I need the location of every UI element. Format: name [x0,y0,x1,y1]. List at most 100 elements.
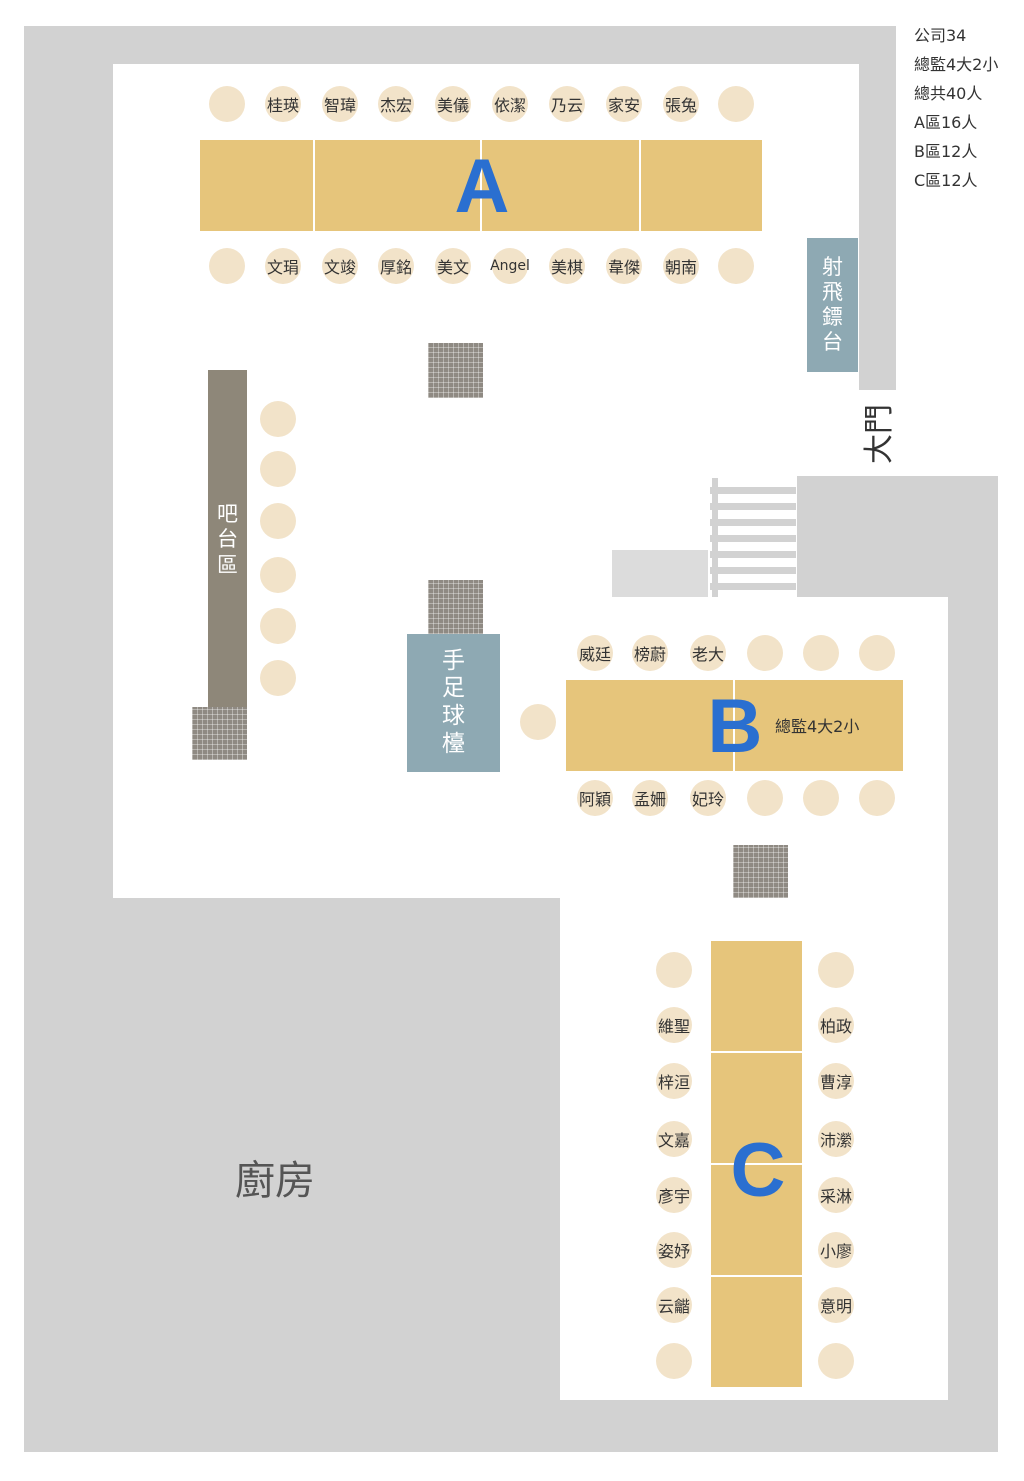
foosball-char: 球 [442,703,465,729]
seat: 采淋 [818,1177,854,1213]
legend-area-c: C區12人 [914,171,978,190]
seat [260,451,296,487]
entrance-stairs [710,478,796,597]
seat: 文竣 [322,248,358,284]
seat [818,1343,854,1379]
pillar [192,707,247,760]
seat-name: 梓洹 [657,1073,690,1092]
darts-char: 鏢 [822,305,843,329]
seat [260,401,296,437]
seat: 孟姍 [632,780,668,816]
seat: 妃玲 [690,780,726,816]
seat: 美棋 [549,248,585,284]
seat: 乃云 [549,86,585,122]
legend-area-b: B區12人 [914,142,978,161]
seat-name: 依潔 [493,96,526,115]
floor-right-upper [859,390,999,476]
seat-name: 孟姍 [633,790,666,809]
seat: 朝南 [663,248,699,284]
seat: 韋傑 [606,248,642,284]
darts-char: 台 [822,330,843,355]
seat-name: 文琄 [266,258,299,277]
seat: Angel [490,248,530,284]
seat: 美儀 [435,86,471,122]
table-divider [711,1275,802,1277]
darts-char: 射 [822,254,843,279]
seat: 柏政 [818,1007,854,1043]
seat-name: 沛瀠 [819,1131,852,1150]
seat [747,780,783,816]
seat [859,635,895,671]
seat-name: 威廷 [578,645,611,664]
kitchen-label: 廚房 [235,1158,315,1204]
seat-name: 家安 [607,96,640,115]
seat: 老大 [690,635,726,671]
table-divider [480,140,482,231]
pillar [428,580,483,634]
seat-name: 美儀 [436,96,469,115]
entrance-label: 大門 [862,404,897,464]
seat: 美文 [435,248,471,284]
landing [797,476,860,597]
seat [209,86,245,122]
pillar [733,845,788,898]
seat: 威廷 [577,635,613,671]
seat-name: 美文 [436,258,469,277]
seat-name: 妃玲 [691,790,724,809]
seat: 小廖 [818,1232,854,1268]
stairs-rail [712,478,718,597]
seat: 榜蔚 [632,635,668,671]
pillar [428,343,483,398]
bar-char: 台 [217,527,238,552]
entrance-ramp [612,550,708,597]
seat-name: 彥宇 [657,1187,690,1206]
table-divider [313,140,315,231]
seat-name: 杰宏 [379,96,412,115]
seat: 彥宇 [656,1177,692,1213]
legend-total: 總共40人 [914,84,983,103]
legend-company: 公司34 [914,26,967,45]
seat-name: 維聖 [657,1017,690,1036]
foosball-char: 檯 [442,730,465,757]
seat-name: 云龤 [657,1297,690,1316]
legend: 公司34 總監4大2小 總共40人 A區16人 B區12人 C區12人 [914,21,998,195]
seat-name: 文嘉 [657,1131,690,1150]
seat: 維聖 [656,1007,692,1043]
darts-char: 飛 [822,279,843,304]
seat [747,635,783,671]
seat: 依潔 [492,86,528,122]
seat [656,952,692,988]
seat [803,780,839,816]
seat: 桂瑛 [265,86,301,122]
bar-counter: 吧 台 區 [208,370,247,710]
seat: 智瑋 [322,86,358,122]
seat-name: 小廖 [819,1242,852,1261]
table-b-note: 總監4大2小 [775,717,860,736]
seat [718,86,754,122]
seat: 沛瀠 [818,1121,854,1157]
seat: 家安 [606,86,642,122]
bar-char: 區 [217,552,238,577]
seat-name: 文竣 [323,258,356,277]
table-divider [639,140,641,231]
table-divider [711,1163,802,1165]
seat-name: 老大 [691,645,724,664]
seat [209,248,245,284]
seat: 厚銘 [378,248,414,284]
seat [520,704,556,740]
seat: 文琄 [265,248,301,284]
legend-director: 總監4大2小 [914,55,999,74]
seat [859,780,895,816]
seat [656,1343,692,1379]
seat [260,503,296,539]
table-c-label: C [730,1128,786,1213]
bar-char: 吧 [217,502,238,527]
seat-name: 榜蔚 [633,645,666,664]
seat-name: 柏政 [819,1017,852,1036]
table-a-label: A [454,144,510,229]
seat [718,248,754,284]
seat: 云龤 [656,1287,692,1323]
foosball-char: 足 [442,675,465,702]
seat-name: 韋傑 [607,258,640,277]
seat-name: 采淋 [819,1187,852,1206]
